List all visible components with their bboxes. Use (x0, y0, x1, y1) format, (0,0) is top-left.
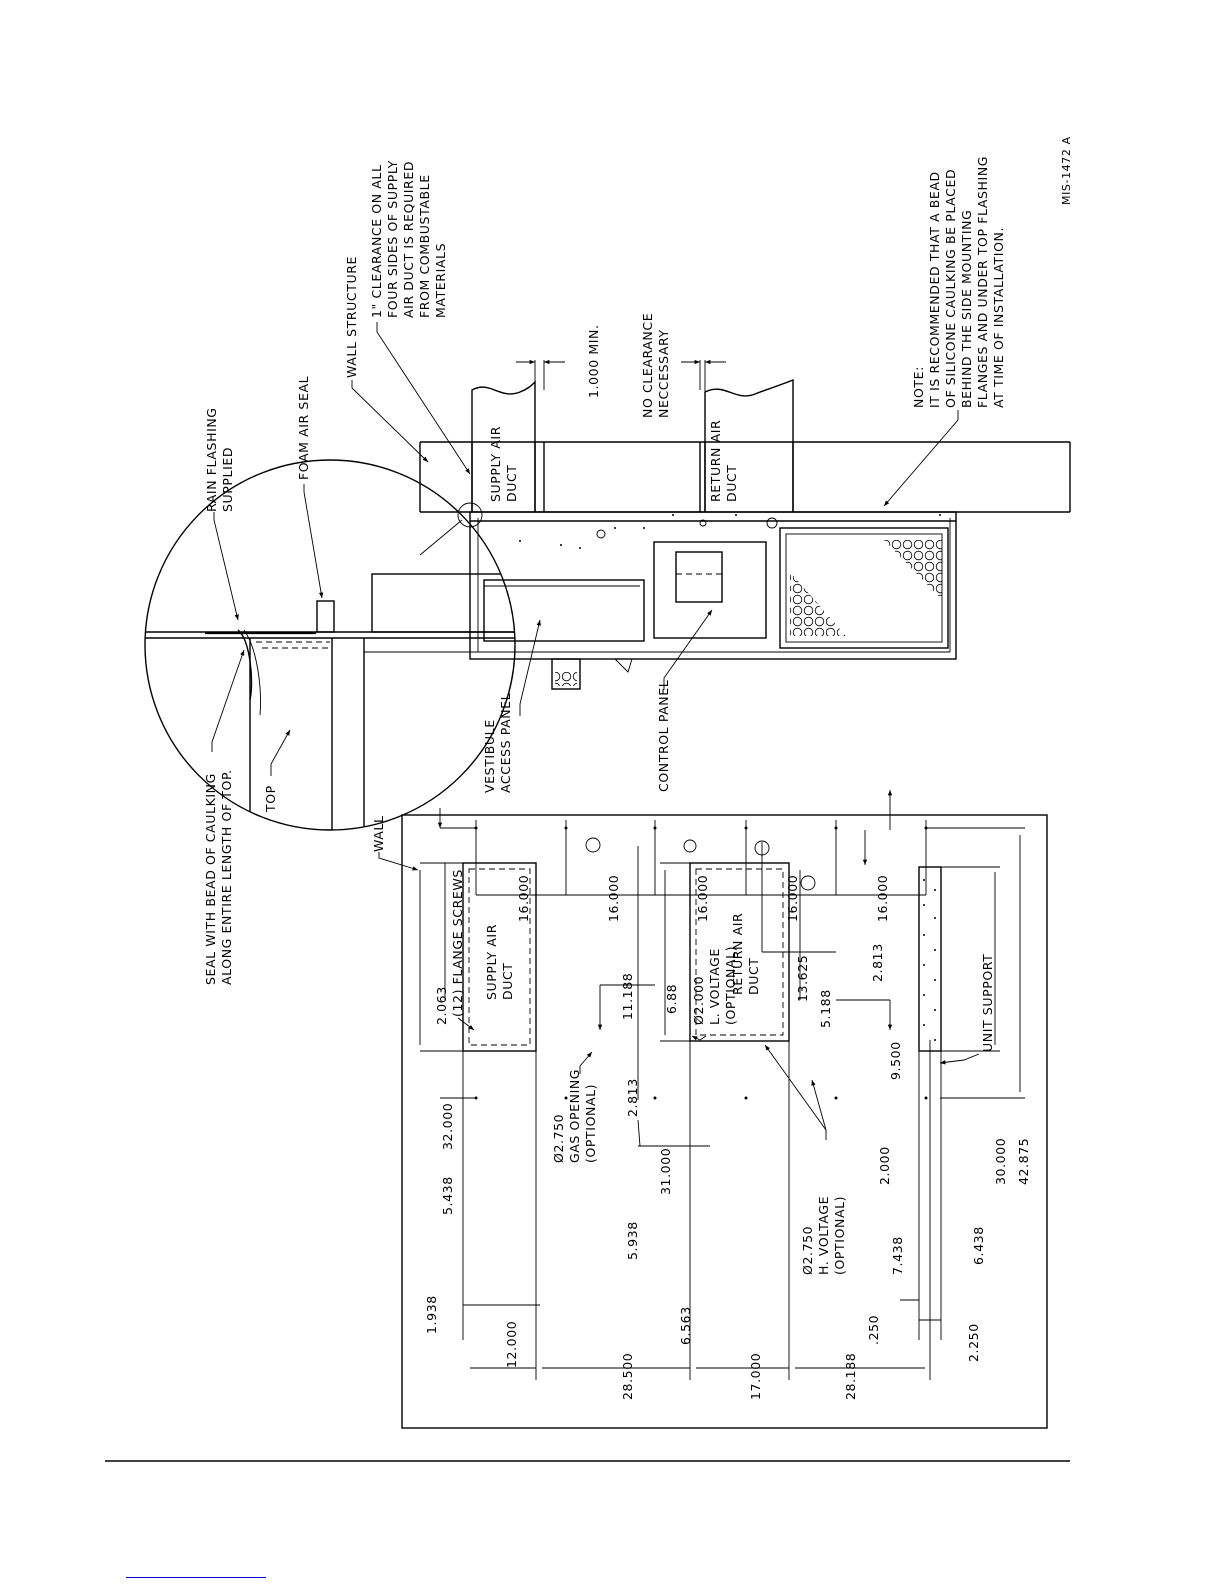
clearance-note-label: 1" CLEARANCE ON ALL (369, 164, 384, 318)
wall-structure-label: WALL STRUCTURE (344, 256, 359, 378)
clearance-leader (376, 322, 471, 475)
min-clearance-label: 1.000 MIN. (586, 324, 601, 398)
flange-screws-leader (457, 1017, 475, 1031)
seal-bead-leader (211, 649, 245, 752)
dim-13625: 13.625 (795, 955, 810, 1002)
dim-2813-a: 2.813 (625, 1078, 640, 1117)
note-leader (883, 410, 959, 507)
dim-16-d: 16.000 (785, 875, 800, 922)
dim-1938: 1.938 (424, 1295, 439, 1334)
clearance-note-line-2: FOUR SIDES OF SUPPLY AIR DUCT IS REQUIRE… (385, 155, 448, 318)
high-voltage-circle-2 (800, 875, 816, 891)
gas-opening-label: Ø2.750 GAS OPENING (OPTIONAL) (551, 1064, 598, 1163)
vestibule-label: VESTIBULE ACCESS PANEL (482, 693, 513, 793)
dim-28500: 28.500 (620, 1353, 635, 1400)
vestibule-panel (483, 579, 645, 642)
top-label: TOP (263, 785, 278, 813)
unit-support-leader (939, 1053, 980, 1065)
note-body: IT IS RECOMMENDED THAT A BEAD OF SILICON… (927, 151, 1006, 408)
footer-link-underline (126, 1577, 266, 1578)
dim-11188: 11.188 (620, 973, 635, 1020)
detail-callout-line (419, 519, 463, 556)
dim-5188: 5.188 (818, 989, 833, 1028)
control-panel-leader (663, 609, 713, 690)
dim-6563: 6.563 (678, 1306, 693, 1345)
unit-body (469, 511, 957, 660)
no-clearance-label: NO CLEARANCE NECCESSARY (640, 308, 671, 418)
vestibule-leader (519, 619, 541, 716)
dim-31000: 31.000 (658, 1148, 673, 1195)
flashing-detail (144, 459, 516, 831)
unit-support-label: UNIT SUPPORT (980, 954, 995, 1052)
low-voltage-leader (691, 1035, 707, 1041)
control-panel-box (653, 541, 767, 639)
dim-16-a: 16.000 (516, 875, 531, 922)
dim-16-b: 16.000 (606, 875, 621, 922)
low-voltage-circle (683, 839, 697, 853)
dim-32000: 32.000 (440, 1103, 455, 1150)
flange-screws-label: (12) FLANGE SCREWS (450, 869, 465, 1017)
rain-flashing-leader (213, 512, 239, 621)
dim-16-e: 16.000 (875, 875, 890, 922)
side-return-duct-label: RETURN AIR DUCT (708, 415, 739, 502)
wall-label: WALL (371, 815, 386, 852)
side-supply-duct-label: SUPPLY AIR DUCT (488, 421, 519, 502)
dim-5438: 5.438 (440, 1176, 455, 1215)
foam-air-seal-label: FOAM AIR SEAL (296, 376, 311, 480)
dim-6438: 6.438 (971, 1226, 986, 1265)
detail-circle (144, 459, 516, 831)
dim-688: 6.88 (664, 984, 679, 1014)
wall-return-duct-label: RETURN AIR DUCT (730, 908, 761, 995)
gas-opening-leader (579, 1051, 593, 1074)
wall-outline (401, 814, 1048, 1429)
wall-view (401, 790, 1048, 1429)
dim-2250: 2.250 (966, 1323, 981, 1362)
drawing-id: MIS-1472 A (1060, 136, 1073, 205)
dim-17000: 17.000 (748, 1353, 763, 1400)
wall-structure-leader (351, 380, 429, 463)
seal-bead-label: SEAL WITH BEAD OF CAULKING ALONG ENTIRE … (203, 769, 234, 986)
low-voltage-label: Ø2.000 L. VOLTAGE (OPTIONAL) (691, 944, 738, 1025)
dimension-labels: 2.063 16.000 16.000 16.000 16.000 16.000… (424, 875, 1031, 1400)
dim-7438: 7.438 (890, 1236, 905, 1275)
foam-seal-leader (303, 484, 324, 599)
wall-leader (378, 852, 419, 871)
gas-opening-circle (585, 837, 601, 853)
dim-2063: 2.063 (434, 986, 449, 1025)
control-panel-label: CONTROL PANEL (656, 680, 671, 792)
dim-250: .250 (866, 1315, 881, 1345)
foam-seal-block (316, 600, 335, 633)
high-voltage-leader-2 (811, 1079, 827, 1131)
wall-supply-duct-label: SUPPLY AIR DUCT (484, 919, 515, 1000)
dim-28188: 28.188 (843, 1353, 858, 1400)
note-heading: NOTE: (911, 366, 926, 408)
dim-30000: 30.000 (993, 1138, 1008, 1185)
dim-2813-b: 2.813 (870, 943, 885, 982)
top-leader (270, 729, 291, 776)
side-view (419, 359, 1071, 690)
high-voltage-label: Ø2.750 H. VOLTAGE (OPTIONAL) (800, 1191, 847, 1275)
dim-9500: 9.500 (888, 1041, 903, 1080)
dim-5938: 5.938 (625, 1221, 640, 1260)
high-voltage-leader-1 (764, 1044, 827, 1140)
dim-12000: 12.000 (504, 1321, 519, 1368)
dim-2000: 2.000 (877, 1146, 892, 1185)
dim-16-c: 16.000 (695, 875, 710, 922)
dim-42875: 42.875 (1016, 1138, 1031, 1185)
return-grille (779, 527, 949, 649)
rain-flashing-label: RAIN FLASHING SUPPLIED (204, 403, 235, 512)
drain-fitting (551, 658, 581, 690)
wall-supply-duct-opening (462, 862, 537, 1052)
flange-screws (474, 826, 928, 1100)
